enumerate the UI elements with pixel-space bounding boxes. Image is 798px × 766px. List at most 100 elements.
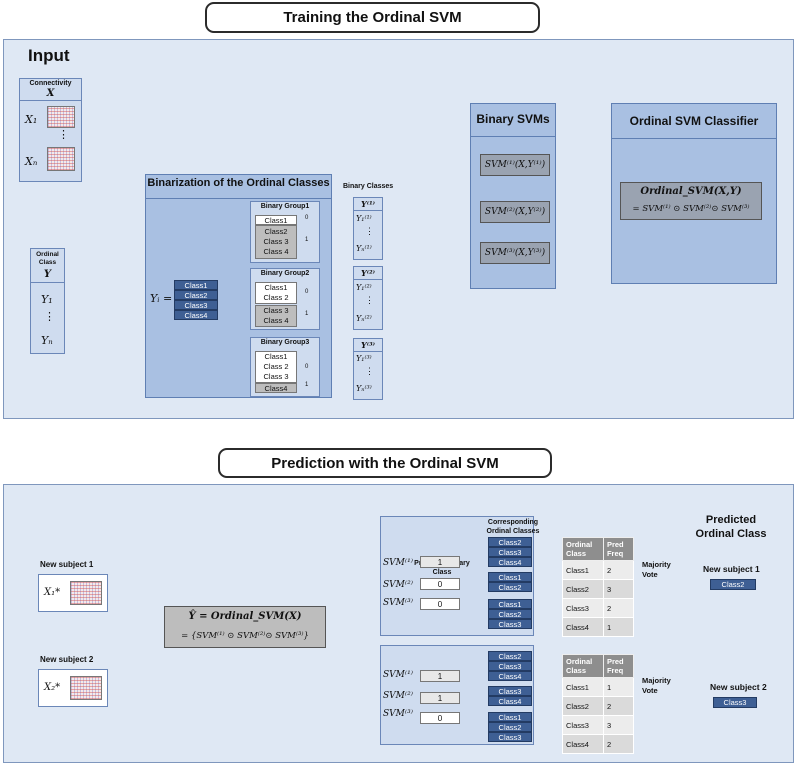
x-first: X₁ [25, 113, 38, 126]
subject-2-box: X₂* [38, 669, 108, 707]
bracket-0-label: 0 [305, 215, 309, 221]
table-row: Class3 2 [562, 598, 635, 618]
table-row: Class2 2 [562, 696, 635, 716]
binary-vector-dots: ⋮ [365, 226, 374, 236]
subject-2-var: X₂* [44, 682, 61, 693]
class-cell: Class1 [174, 280, 218, 290]
binary-svms-divider [471, 136, 555, 137]
corresponding-stack: Class1 Class2 Class3 [484, 712, 534, 744]
corresponding-stack: Class1 Class2 [484, 572, 534, 594]
class-cell: Class2 [488, 722, 532, 732]
class-cell: Class2 [174, 290, 218, 300]
class-cell: Class4 [174, 310, 218, 320]
predicted-output: 1 [420, 556, 460, 568]
majority-vote-label: Majority Vote [642, 676, 671, 695]
vector-divider [354, 210, 382, 211]
class-cell: Class3 [488, 619, 532, 629]
subject-1-matrix [70, 581, 102, 605]
class-cell: Class2 [488, 609, 532, 619]
svm-label: SVM⁽²⁾ [383, 580, 413, 590]
corresponding-label: Corresponding Ordinal Classes [486, 519, 540, 535]
binarization-divider [146, 198, 331, 199]
classifier-formula-top: Ordinal_SVM(X,Y) [640, 186, 742, 197]
ordinal-divider [31, 282, 64, 283]
table-row: Class1 2 [562, 560, 635, 580]
predicted-output: 1 [420, 692, 460, 704]
y-last: Yₙ [41, 334, 53, 347]
svm-label: SVM⁽¹⁾ [383, 558, 413, 568]
class-cell: Class1 [488, 572, 532, 582]
binarization-title: Binarization of the Ordinal Classes [147, 177, 330, 189]
result-2-label: New subject 2 [710, 682, 767, 692]
class-cell: Class2 [488, 651, 532, 661]
binary-vector-first: Y₁⁽³⁾ [356, 354, 372, 363]
class-cell: Class4 [488, 557, 532, 567]
connectivity-matrix-n [47, 147, 75, 171]
class-cell: Class 2 [263, 293, 289, 302]
majority-vote-label: Majority Vote [642, 560, 671, 579]
predicted-ordinal-label: Predicted Ordinal Class [695, 514, 767, 540]
vector-divider [354, 351, 382, 352]
vote-table-2: Ordinal Class Pred Freq Class1 1 Class2 … [562, 654, 635, 754]
table-cell: Class3 [562, 598, 604, 618]
binary-group-2: Binary Group2 Class1 Class 2 Class 3 Cla… [250, 268, 320, 330]
prediction-formula-top: Ŷ = Ordinal_SVM(X) [188, 611, 302, 622]
table-cell: 2 [602, 560, 635, 580]
class-cell: Class4 [488, 696, 532, 706]
table-cell: 1 [602, 677, 635, 697]
svm-2-box: SVM⁽²⁾(X,Y⁽²⁾) [480, 201, 550, 223]
x-last: Xₙ [25, 155, 38, 168]
y-dots: ⋮ [44, 311, 55, 323]
binary-vector-1: Y⁽¹⁾ Y₁⁽¹⁾ ⋮ Yₙ⁽¹⁾ [353, 197, 383, 260]
table-row: Class1 1 [562, 677, 635, 697]
class-group-fill [255, 225, 297, 259]
subject-1-label: New subject 1 [40, 560, 94, 569]
connectivity-divider [20, 100, 81, 101]
class-cell: Class 3 [263, 237, 289, 246]
class-cell: Class2 [264, 227, 288, 236]
svm-label: SVM⁽²⁾ [383, 691, 413, 701]
class-cell: Class1 [264, 283, 288, 292]
class-cell: Class3 [488, 661, 532, 671]
class-cell: Class1 [488, 599, 532, 609]
prediction-title: Prediction with the Ordinal SVM [218, 448, 552, 478]
class-cell: Class3 [174, 300, 218, 310]
class-cell: Class3 [488, 686, 532, 696]
table-cell: Class2 [562, 579, 604, 599]
binary-vector-first: Y₁⁽¹⁾ [356, 214, 372, 223]
class-cell: Class1 [255, 215, 297, 225]
class-group-fill [255, 282, 297, 304]
connectivity-matrix-1 [47, 106, 75, 128]
class-cell: Class3 [488, 547, 532, 557]
binary-vector-head: Y⁽¹⁾ [361, 199, 375, 209]
binary-vector-3: Y⁽³⁾ Y₁⁽³⁾ ⋮ Yₙ⁽³⁾ [353, 338, 383, 400]
binary-group-1: Binary Group1 Class1 Class2 Class 3 Clas… [250, 201, 320, 263]
subject-2-label: New subject 2 [40, 655, 94, 664]
predicted-output: 0 [420, 712, 460, 724]
binary-vector-dots: ⋮ [365, 366, 374, 376]
table-cell: 2 [602, 696, 635, 716]
class-cell: Class1 [488, 712, 532, 722]
table-cell: 3 [602, 715, 635, 735]
table-cell: 2 [602, 734, 635, 754]
connectivity-box: Connectivity X X₁ ⋮ Xₙ [19, 78, 82, 182]
svm-1-box: SVM⁽¹⁾(X,Y⁽¹⁾) [480, 154, 550, 176]
table-cell: Class3 [562, 715, 604, 735]
binary-vector-head: Y⁽²⁾ [361, 268, 375, 278]
ordinal-var: Y [43, 269, 52, 280]
binary-vector-last: Yₙ⁽²⁾ [356, 314, 372, 323]
class-cell: Class 4 [263, 316, 289, 325]
class-group-fill [255, 351, 297, 383]
result-1-class: Class2 [710, 579, 756, 590]
yi-class-stack: Class1 Class2 Class3 Class4 [170, 280, 220, 322]
predicted-output: 0 [420, 598, 460, 610]
predicted-output: 0 [420, 578, 460, 590]
table-header: Pred Freq [602, 654, 635, 678]
table-header: Pred Freq [602, 537, 635, 561]
corresponding-stack: Class2 Class3 Class4 [484, 537, 534, 569]
connectivity-var: X [46, 88, 55, 99]
class-cell: Class 4 [263, 247, 289, 256]
class-cell: Class4 [488, 671, 532, 681]
prediction-formula-box: Ŷ = Ordinal_SVM(X) = {SVM⁽¹⁾ ⊙ SVM⁽²⁾⊙ S… [164, 606, 326, 648]
table-cell: Class1 [562, 677, 604, 697]
